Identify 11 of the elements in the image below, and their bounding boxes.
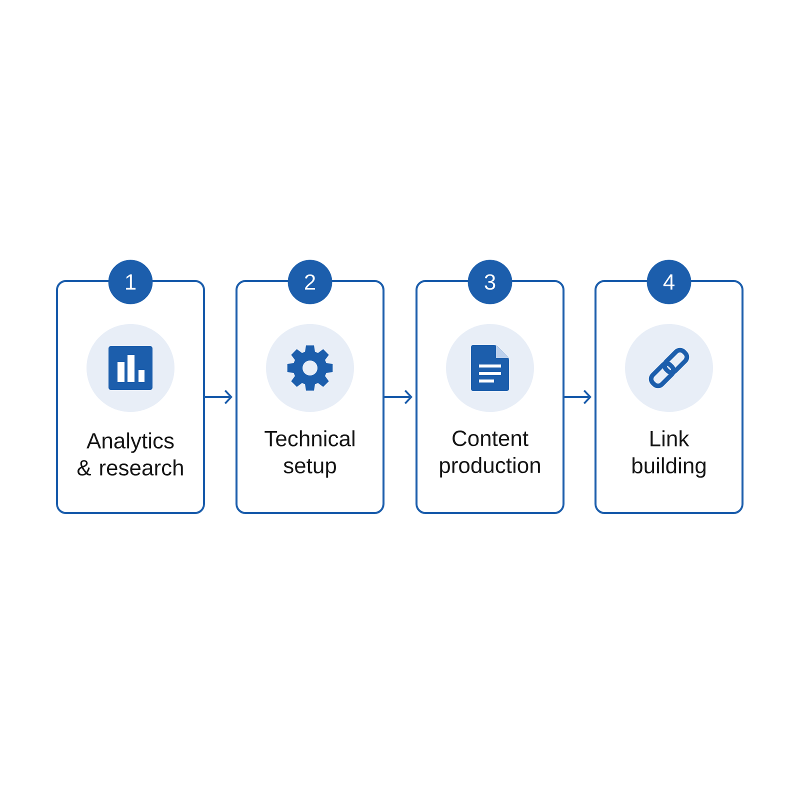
arrow: [384, 390, 412, 404]
step-label: Link building: [632, 430, 706, 478]
step-label: Analytics & research: [77, 432, 183, 476]
arrow: [564, 390, 592, 404]
step-label: Technical setup: [264, 430, 354, 478]
step-number-badge: 1: [108, 260, 153, 304]
step-number-badge: 2: [288, 260, 332, 304]
arrow: [205, 390, 232, 404]
step-number-badge: 3: [468, 260, 512, 304]
step-number-badge: 4: [646, 260, 692, 304]
step-label: Content production: [440, 430, 540, 478]
